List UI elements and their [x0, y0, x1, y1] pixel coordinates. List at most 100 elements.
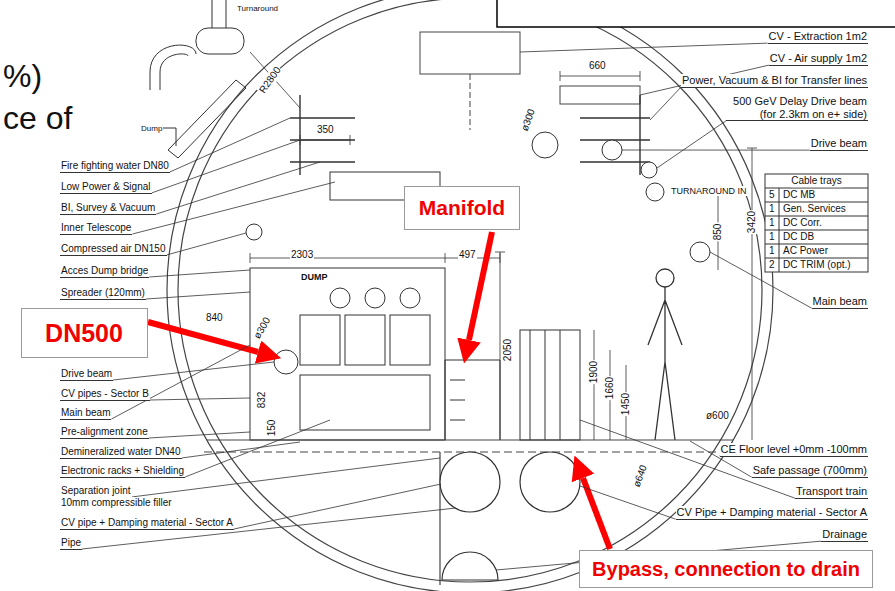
leader-line: [152, 140, 301, 193]
dimension: 2303: [290, 249, 314, 261]
part-label: Low Power & Signal: [60, 181, 152, 194]
leader-line: [185, 420, 330, 477]
part-label: Transport train: [795, 485, 868, 499]
table-cell: DC Corr.: [782, 217, 823, 229]
dimension: ø600: [705, 410, 730, 422]
inset-label: Dump: [140, 124, 163, 133]
table-header: Cable trays: [790, 175, 843, 187]
leader-line: [149, 432, 250, 438]
cv-pipe: [442, 552, 498, 580]
table-cell: 1: [768, 203, 776, 215]
dimension: 850: [712, 223, 724, 242]
part-label: Pipe: [60, 537, 82, 550]
beam-pipe: [246, 132, 710, 262]
callout-text: DN500: [45, 319, 123, 348]
turnaround-inset: [168, 150, 178, 158]
floor-slab: [439, 452, 440, 585]
table-cell: DC DB: [782, 231, 815, 243]
dimension: R2800: [256, 64, 283, 96]
transport-train: [530, 330, 560, 440]
part-label: CV pipes - Sector B: [60, 388, 150, 401]
dimension: 497: [458, 249, 477, 261]
part-label: 10mm compressible filler: [60, 497, 173, 509]
dimension: ø300: [518, 106, 537, 133]
walkway: [445, 360, 500, 440]
tunnel-wall: [167, 0, 773, 591]
table-cell: AC Power: [782, 245, 829, 257]
part-label: Electronic racks + Shielding: [60, 465, 185, 478]
part-label: CV - Air supply 1m2: [769, 52, 868, 66]
beam-pipe: [690, 242, 710, 262]
machine-module: [345, 315, 385, 365]
callout-box: DN500: [21, 308, 148, 358]
dimension: 150: [266, 419, 278, 438]
header-frame: [497, 0, 895, 27]
leader-line: [132, 182, 335, 234]
part-label: DUMP: [300, 272, 329, 282]
beam-pipe: [646, 183, 664, 201]
part-label: Power, Vacuum & BI for Transfer lines: [681, 74, 868, 88]
machine-module: [250, 268, 445, 440]
beam-pipe: [532, 132, 558, 158]
callout-text: Manifold: [419, 196, 505, 220]
cable-tray-table: [765, 188, 868, 272]
person-figure: [648, 269, 682, 440]
leader-line: [150, 398, 250, 400]
part-label: Separation joint: [60, 485, 132, 498]
cable-tray-table: [765, 174, 868, 272]
part-label: Main beam: [60, 407, 111, 420]
leader-line: [149, 270, 250, 277]
table-cell: DC TRIM (opt.): [782, 259, 852, 271]
table-cell: Gen. Services: [782, 203, 847, 215]
table-cell: 1: [768, 217, 776, 229]
ventilation-duct: [560, 86, 640, 104]
table-cell: 1: [768, 245, 776, 257]
leader-line: [167, 233, 247, 255]
person-figure: [656, 269, 674, 287]
leader-line: [170, 118, 290, 172]
part-label: Inner Telescope: [60, 222, 132, 235]
turnaround-inset: [212, 0, 226, 28]
part-label: Fire fighting water DN80: [60, 160, 170, 173]
table-cell: DC MB: [782, 189, 816, 201]
callout-arrow: [148, 322, 258, 352]
walkway: [445, 360, 470, 440]
table-cell: 1: [768, 231, 776, 243]
part-label: Demineralized water DN40: [60, 446, 182, 459]
beam-pipe: [602, 140, 622, 160]
part-label: Drainage: [821, 528, 868, 542]
cable-tray: [290, 95, 355, 175]
dimension-line: [560, 71, 640, 81]
leader-line: [580, 420, 795, 498]
cable-tray-table: [765, 174, 868, 272]
turnaround-inset: [150, 45, 196, 90]
cable-tray: [580, 95, 650, 175]
part-label: BI, Survey & Vacuum: [60, 202, 156, 215]
dimension-line: [594, 330, 626, 440]
dimension: 1660: [604, 376, 616, 400]
part-label: Drive beam: [60, 368, 113, 381]
tunnel-wall: [167, 0, 773, 591]
part-label: Compressed air DN150: [60, 243, 167, 256]
machine-module: [390, 315, 430, 365]
leader-line: [650, 87, 681, 120]
machine-module: [274, 350, 298, 374]
beam-pipe: [641, 162, 657, 178]
turnaround-inset: [196, 28, 244, 54]
leader-line: [182, 442, 301, 458]
leader-line: [622, 150, 810, 151]
machine-module: [400, 288, 420, 308]
leader-line: [520, 43, 768, 52]
dimension: 1900: [588, 360, 600, 384]
cv-pipe: [440, 452, 500, 512]
dimension-line: [250, 52, 757, 440]
ventilation-duct: [420, 32, 520, 74]
dimension: 350: [316, 124, 335, 136]
walkway: [470, 360, 500, 440]
part-label: CV Pipe + Damping material - Sector A: [676, 506, 868, 520]
part-label: Drive beam: [810, 137, 868, 151]
part-label: CV - Extraction 1m2: [768, 30, 868, 44]
person-figure: [648, 287, 682, 440]
leader-line: [657, 121, 726, 168]
